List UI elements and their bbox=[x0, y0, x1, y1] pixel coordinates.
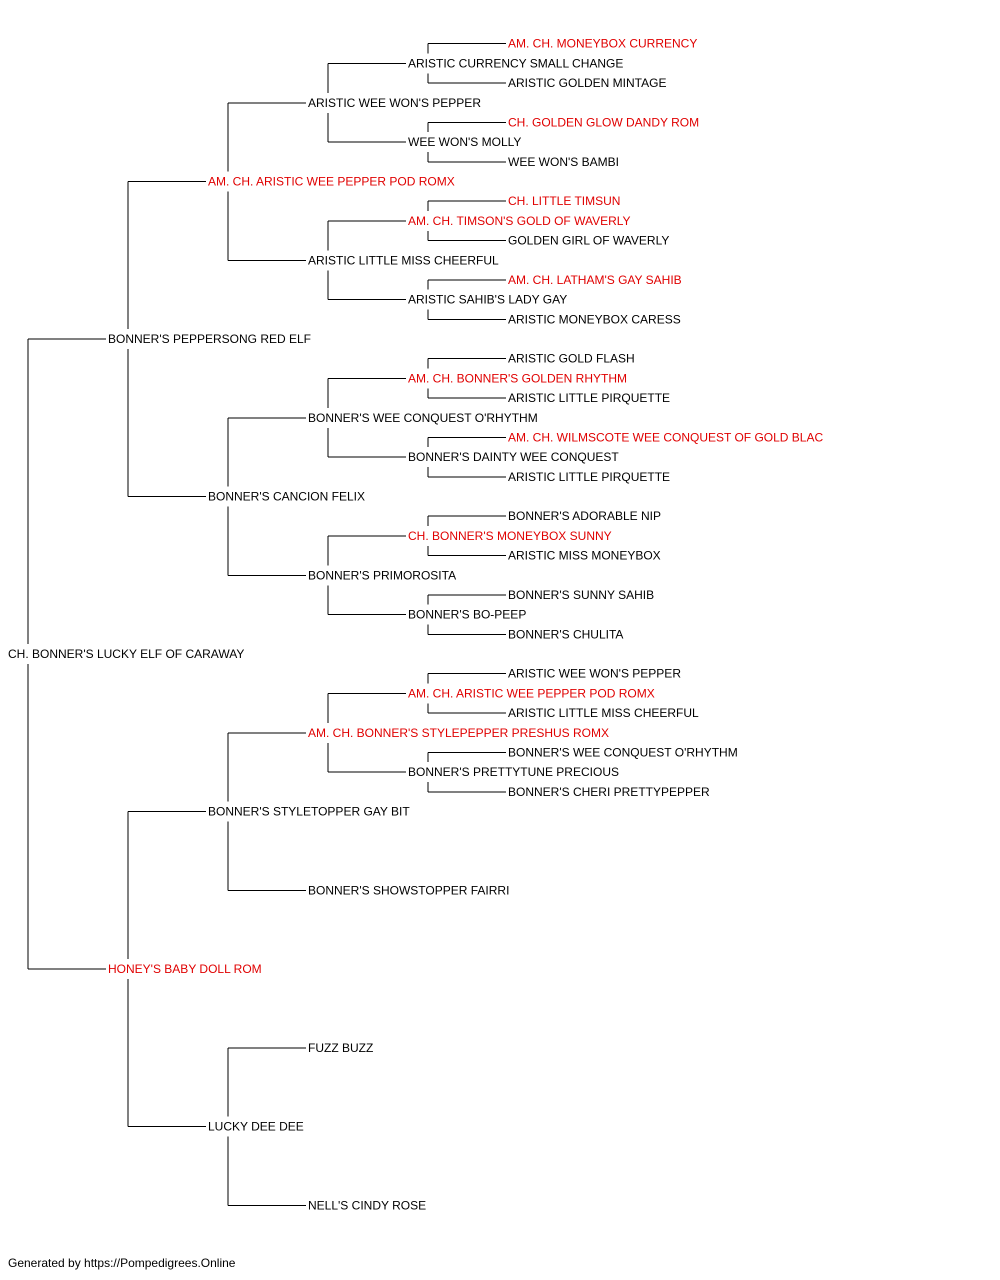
pedigree-entry: ARISTIC LITTLE MISS CHEERFUL bbox=[508, 706, 699, 720]
pedigree-entry: BONNER'S PRIMOROSITA bbox=[308, 568, 456, 582]
pedigree-entry: ARISTIC LITTLE MISS CHEERFUL bbox=[308, 253, 499, 267]
pedigree-entry: BONNER'S CHULITA bbox=[508, 627, 623, 641]
pedigree-entry: BONNER'S SUNNY SAHIB bbox=[508, 588, 654, 602]
pedigree-entry: CH. LITTLE TIMSUN bbox=[508, 194, 620, 208]
pedigree-entry: ARISTIC LITTLE PIRQUETTE bbox=[508, 391, 670, 405]
pedigree-entry: HONEY'S BABY DOLL ROM bbox=[108, 962, 262, 976]
pedigree-entry: LUCKY DEE DEE bbox=[208, 1120, 304, 1134]
pedigree-entry: WEE WON'S BAMBI bbox=[508, 155, 619, 169]
pedigree-entry: ARISTIC WEE WON'S PEPPER bbox=[308, 96, 481, 110]
pedigree-entry: BONNER'S PRETTYTUNE PRECIOUS bbox=[408, 765, 619, 779]
pedigree-entry: AM. CH. LATHAM'S GAY SAHIB bbox=[508, 273, 682, 287]
pedigree-entry: FUZZ BUZZ bbox=[308, 1041, 373, 1055]
pedigree-entry: CH. GOLDEN GLOW DANDY ROM bbox=[508, 115, 699, 129]
pedigree-entry: ARISTIC GOLD FLASH bbox=[508, 352, 635, 366]
pedigree-entry: CH. BONNER'S MONEYBOX SUNNY bbox=[408, 529, 612, 543]
pedigree-entry: BONNER'S BO-PEEP bbox=[408, 608, 526, 622]
pedigree-entry: AM. CH. WILMSCOTE WEE CONQUEST OF GOLD B… bbox=[508, 430, 823, 444]
pedigree-entry: BONNER'S PEPPERSONG RED ELF bbox=[108, 332, 311, 346]
pedigree-entry: AM. CH. TIMSON'S GOLD OF WAVERLY bbox=[408, 214, 631, 228]
pedigree-entry: AM. CH. BONNER'S GOLDEN RHYTHM bbox=[408, 371, 627, 385]
pedigree-entry: BONNER'S ADORABLE NIP bbox=[508, 509, 661, 523]
pedigree-entry: AM. CH. ARISTIC WEE PEPPER POD ROMX bbox=[408, 686, 655, 700]
pedigree-entry: AM. CH. MONEYBOX CURRENCY bbox=[508, 37, 697, 51]
pedigree-entry: GOLDEN GIRL OF WAVERLY bbox=[508, 234, 669, 248]
pedigree-entry: AM. CH. BONNER'S STYLEPEPPER PRESHUS ROM… bbox=[308, 726, 609, 740]
pedigree-entry: ARISTIC LITTLE PIRQUETTE bbox=[508, 470, 670, 484]
pedigree-entry: ARISTIC MISS MONEYBOX bbox=[508, 549, 661, 563]
pedigree-entry: ARISTIC CURRENCY SMALL CHANGE bbox=[408, 56, 623, 70]
pedigree-entry: BONNER'S DAINTY WEE CONQUEST bbox=[408, 450, 619, 464]
pedigree-entry: ARISTIC GOLDEN MINTAGE bbox=[508, 76, 666, 90]
footer-credit: Generated by https://Pompedigrees.Online bbox=[8, 1256, 236, 1270]
pedigree-entry: ARISTIC MONEYBOX CARESS bbox=[508, 312, 681, 326]
pedigree-entry: AM. CH. ARISTIC WEE PEPPER POD ROMX bbox=[208, 175, 455, 189]
pedigree-entry: ARISTIC SAHIB'S LADY GAY bbox=[408, 293, 567, 307]
pedigree-entry: WEE WON'S MOLLY bbox=[408, 135, 521, 149]
pedigree-entry: BONNER'S CHERI PRETTYPEPPER bbox=[508, 785, 710, 799]
pedigree-entry: BONNER'S STYLETOPPER GAY BIT bbox=[208, 805, 410, 819]
pedigree-entry: CH. BONNER'S LUCKY ELF OF CARAWAY bbox=[8, 647, 244, 661]
pedigree-entry: BONNER'S WEE CONQUEST O'RHYTHM bbox=[308, 411, 538, 425]
pedigree-entry: BONNER'S SHOWSTOPPER FAIRRI bbox=[308, 883, 509, 897]
pedigree-entry: ARISTIC WEE WON'S PEPPER bbox=[508, 667, 681, 681]
pedigree-entry: BONNER'S CANCION FELIX bbox=[208, 490, 365, 504]
pedigree-entry: NELL'S CINDY ROSE bbox=[308, 1198, 426, 1212]
pedigree-entry: BONNER'S WEE CONQUEST O'RHYTHM bbox=[508, 745, 738, 759]
